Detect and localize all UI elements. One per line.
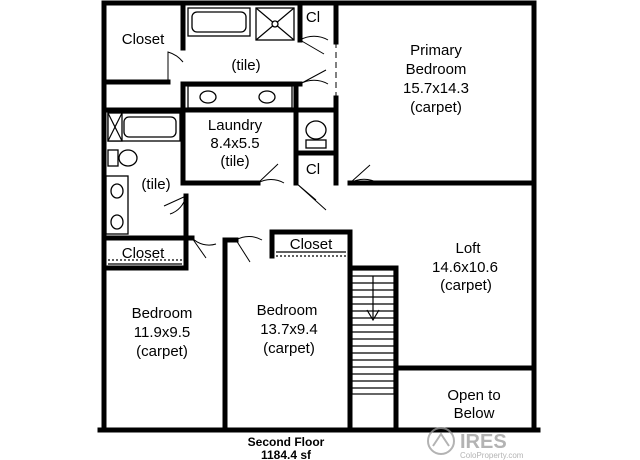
laundry-line3: (tile) <box>220 153 249 170</box>
closet-mid-label: Closet <box>290 236 333 253</box>
interior-walls <box>101 2 537 433</box>
primary-bedroom-line1: Primary <box>410 42 462 59</box>
primary-bedroom-line3: 15.7x14.3 <box>403 80 469 97</box>
ires-logo-icon <box>427 427 455 455</box>
closet-shelves <box>108 251 346 265</box>
primary-shower <box>255 7 295 41</box>
primary-toilet <box>305 120 327 149</box>
bedroom-left-line2: 11.9x9.5 <box>134 324 190 341</box>
doors <box>163 35 379 263</box>
closet-top-label: Closet <box>122 31 165 48</box>
open-below-line1: Open to <box>447 387 500 404</box>
primary-bathtub <box>187 7 251 37</box>
hall-bath-label: (tile) <box>141 176 170 193</box>
bedroom-left-line1: Bedroom <box>132 305 193 322</box>
floor-area: 1184.4 sf <box>261 448 312 460</box>
laundry-line1: Laundry <box>208 117 263 134</box>
staircase <box>351 269 395 395</box>
bedroom-mid-line3: (carpet) <box>263 340 315 357</box>
laundry-line2: 8.4x5.5 <box>210 135 259 152</box>
closet-left-label: Closet <box>122 245 165 262</box>
bedroom-mid-line1: Bedroom <box>257 302 318 319</box>
plan-title: Second Floor 1184.4 sf <box>248 435 325 460</box>
loft-line2: 14.6x10.6 <box>432 259 498 276</box>
cl-top-label: Cl <box>306 9 320 26</box>
outer-walls <box>97 0 541 433</box>
hall-bathtub <box>107 112 181 142</box>
open-below-line2: Below <box>454 405 495 422</box>
room-labels: Closet (tile) Cl Primary Bedroom 15.7x14… <box>122 9 501 422</box>
vanity-sinks <box>187 85 293 109</box>
floor-name: Second Floor <box>248 435 325 449</box>
hall-vanity <box>105 175 129 235</box>
watermark-brand: IRES <box>460 431 507 453</box>
hall-toilet <box>107 149 138 167</box>
watermark: IRES ColoProperty.com <box>427 427 524 460</box>
loft-line1: Loft <box>455 240 481 257</box>
primary-bath-label: (tile) <box>231 57 260 74</box>
bedroom-left-line3: (carpet) <box>136 343 188 360</box>
primary-bedroom-line2: Bedroom <box>406 61 467 78</box>
loft-line3: (carpet) <box>440 277 492 294</box>
watermark-site: ColoProperty.com <box>460 451 524 460</box>
stair-arrow-icon <box>366 276 380 322</box>
cl-mid-label: Cl <box>306 161 320 178</box>
primary-bedroom-line4: (carpet) <box>410 99 462 116</box>
bedroom-mid-line2: 13.7x9.4 <box>260 321 318 338</box>
